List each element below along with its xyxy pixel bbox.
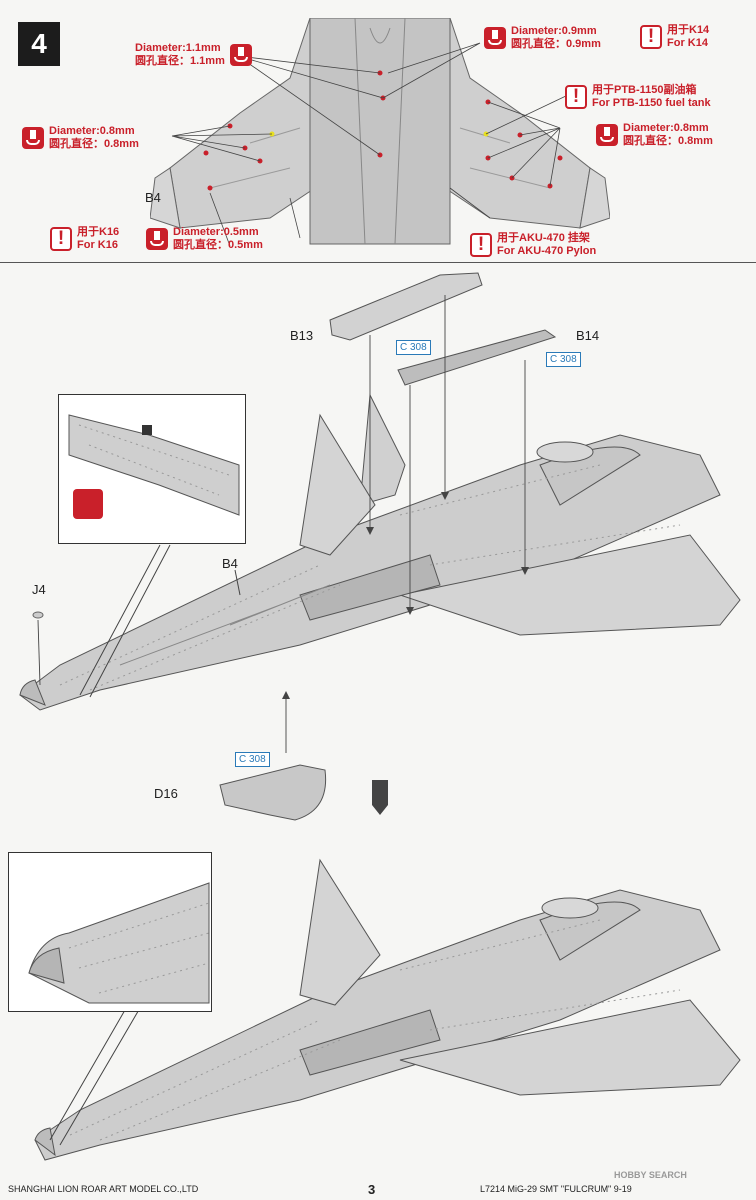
detail-inset-drawing	[68, 414, 240, 516]
drill-icon	[229, 44, 252, 66]
warning-icon: !	[470, 233, 492, 257]
color-ref-b13: C 308	[396, 340, 431, 355]
part-label-b4-top: B4	[145, 190, 161, 205]
warning-icon: !	[640, 25, 662, 49]
footer-company: SHANGHAI LION ROAR ART MODEL CO.,LTD	[8, 1184, 199, 1194]
color-ref-b14: C 308	[546, 352, 581, 367]
part-label-b14: B14	[576, 328, 600, 343]
watermark: HOBBY SEARCH	[614, 1170, 687, 1180]
detail-inset-bottom-drawing	[28, 882, 210, 1004]
part-label-b13: B13	[290, 328, 314, 343]
wing-underside-drawing	[150, 18, 610, 246]
detail-inset-bottom	[8, 852, 212, 1012]
main-assembly-drawing	[19, 272, 741, 821]
drill-icon	[146, 228, 168, 250]
drill-icon	[484, 27, 506, 49]
part-label-j4: J4	[32, 582, 46, 597]
completed-assembly-drawing	[34, 858, 741, 1161]
part-label-d16: D16	[154, 786, 178, 801]
section-divider	[0, 262, 756, 263]
part-label-b4: B4	[222, 556, 238, 571]
drill-icon	[596, 124, 618, 146]
warning-icon: !	[565, 85, 587, 109]
drill-icon	[22, 127, 44, 149]
warning-icon: !	[50, 227, 72, 251]
color-ref-d16: C 308	[235, 752, 270, 767]
detail-inset-top	[58, 394, 246, 544]
step-number-badge: 4	[18, 22, 60, 66]
cut-icon	[73, 489, 103, 519]
footer-product: L7214 MiG-29 SMT "FULCRUM" 9-19	[480, 1184, 632, 1194]
page-number: 3	[368, 1182, 376, 1197]
